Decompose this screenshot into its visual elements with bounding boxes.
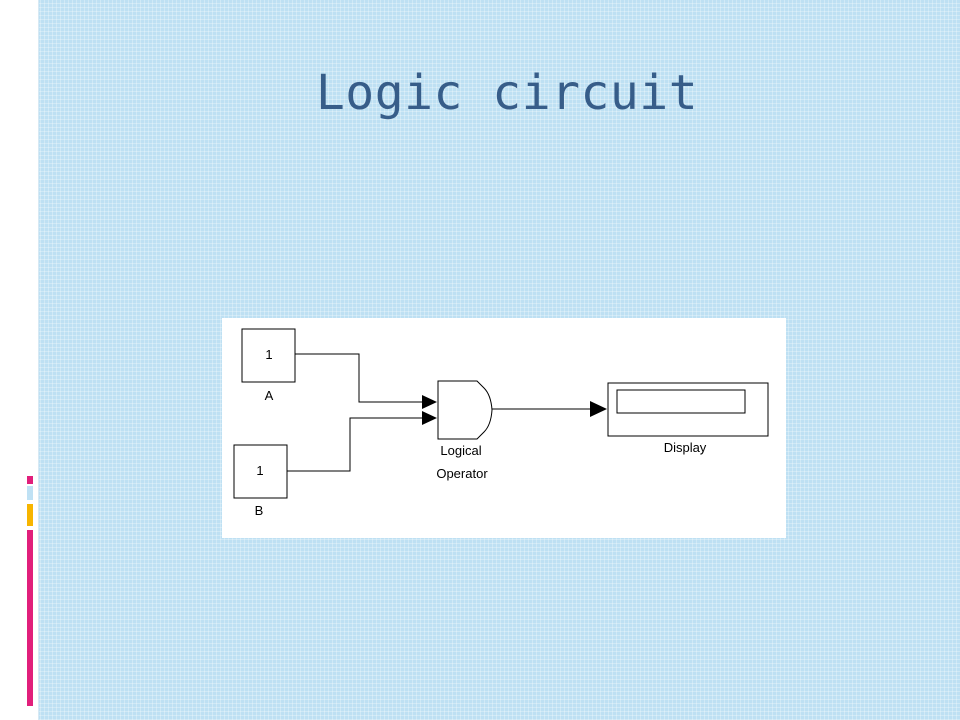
slide-title: Logic circuit — [315, 65, 699, 121]
constant-block-a[interactable] — [241, 328, 296, 383]
logic-diagram: 1 A 1 B Logical Operator Display — [222, 318, 786, 538]
accent-bar-lightblue — [27, 486, 33, 500]
constant-a-label: A — [265, 388, 274, 403]
wire-b-to-operator — [287, 417, 422, 472]
operator-label-line1: Logical — [440, 443, 481, 458]
accent-bar-orange — [27, 504, 33, 526]
logic-diagram-canvas: 1 A 1 B Logical Operator Display — [233, 328, 769, 518]
constant-b-label: B — [255, 503, 264, 518]
accent-bar-pink-bottom — [27, 530, 33, 706]
arrow-operator-input-1 — [422, 395, 437, 409]
logical-operator-block[interactable] — [437, 380, 493, 440]
accent-bar-pink-top — [27, 476, 33, 484]
operator-label-line2: Operator — [436, 466, 488, 481]
arrow-operator-input-2 — [422, 411, 437, 425]
slide-left-band — [0, 0, 39, 720]
constant-a-value: 1 — [265, 347, 272, 362]
arrow-display-input — [590, 401, 607, 417]
display-label: Display — [664, 440, 707, 455]
wire-a-to-operator — [295, 353, 422, 403]
constant-b-value: 1 — [256, 463, 263, 478]
display-readout — [616, 389, 746, 414]
